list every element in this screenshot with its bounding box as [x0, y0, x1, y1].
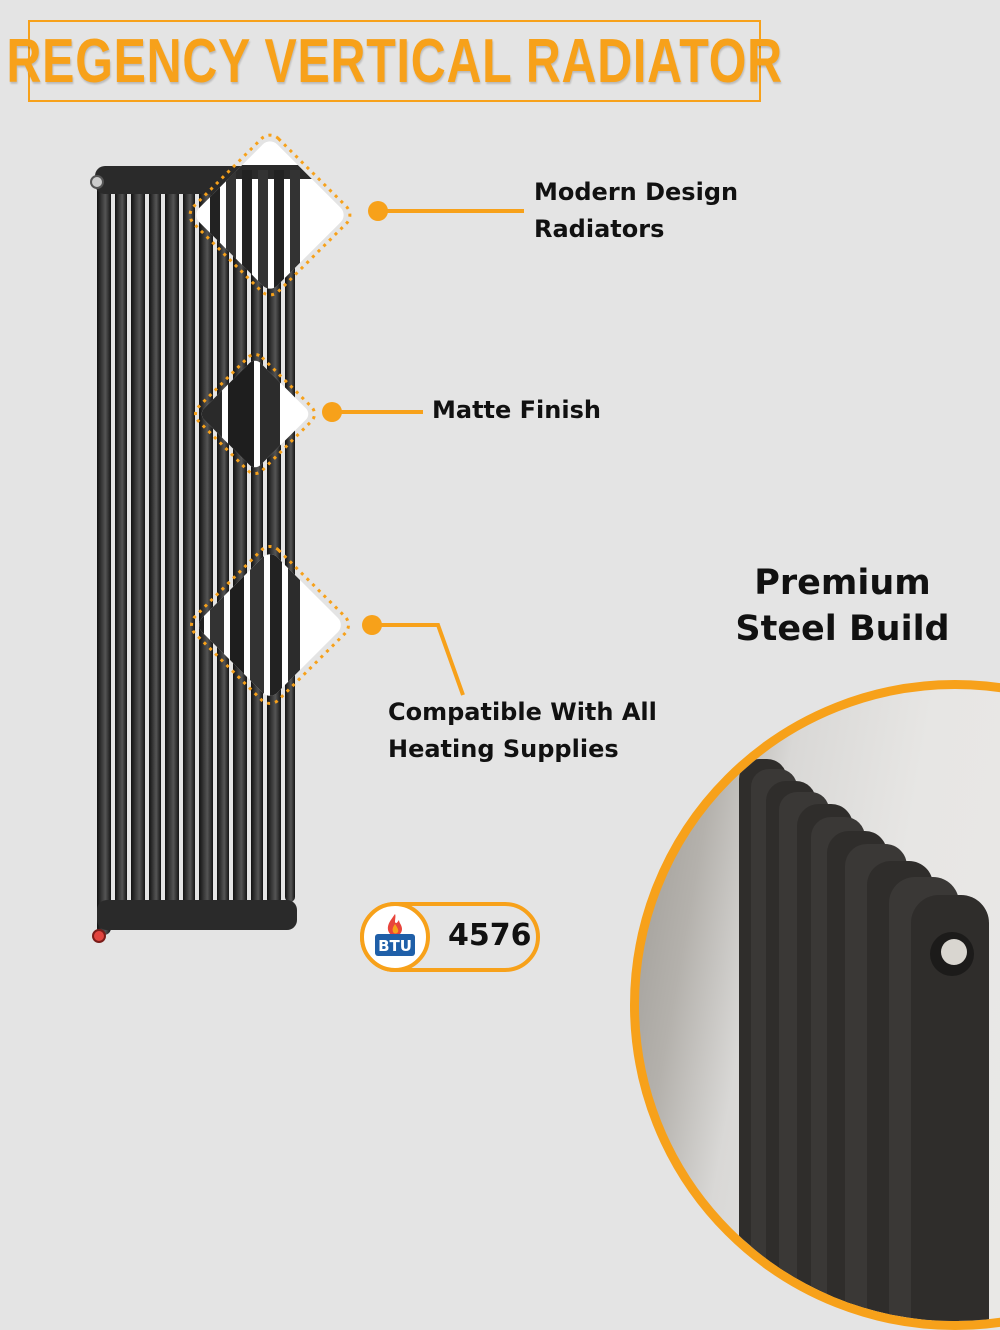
callout-text: Radiators	[534, 215, 665, 243]
btu-value: 4576	[448, 918, 532, 953]
zoom-diamond-bottom	[190, 545, 350, 705]
callout-modern-design: Modern Design Radiators	[534, 174, 738, 248]
callout-text: Matte Finish	[432, 396, 601, 424]
zoom-diamond-middle	[194, 353, 316, 475]
zoom-diamond-top	[188, 133, 352, 297]
page-title: REGENCY VERTICAL RADIATOR	[6, 26, 783, 96]
callout-text: Modern Design	[534, 178, 739, 206]
radiator-image	[85, 160, 315, 960]
btu-flame-icon: BTU	[360, 902, 430, 972]
btu-badge: BTU 4576	[360, 902, 540, 972]
callout-connectors	[322, 201, 524, 696]
callout-matte-finish: Matte Finish	[432, 392, 601, 429]
feature-heading: Premium Steel Build	[700, 560, 985, 652]
bleed-valve-icon	[941, 939, 967, 965]
callout-text: Heating Supplies	[388, 735, 619, 763]
callout-text: Compatible With All	[388, 698, 657, 726]
feature-text: Steel Build	[735, 609, 950, 649]
svg-text:BTU: BTU	[378, 937, 412, 955]
title-banner: REGENCY VERTICAL RADIATOR	[6, 20, 782, 102]
callout-compatible: Compatible With All Heating Supplies	[388, 694, 657, 768]
feature-text: Premium	[754, 563, 931, 603]
